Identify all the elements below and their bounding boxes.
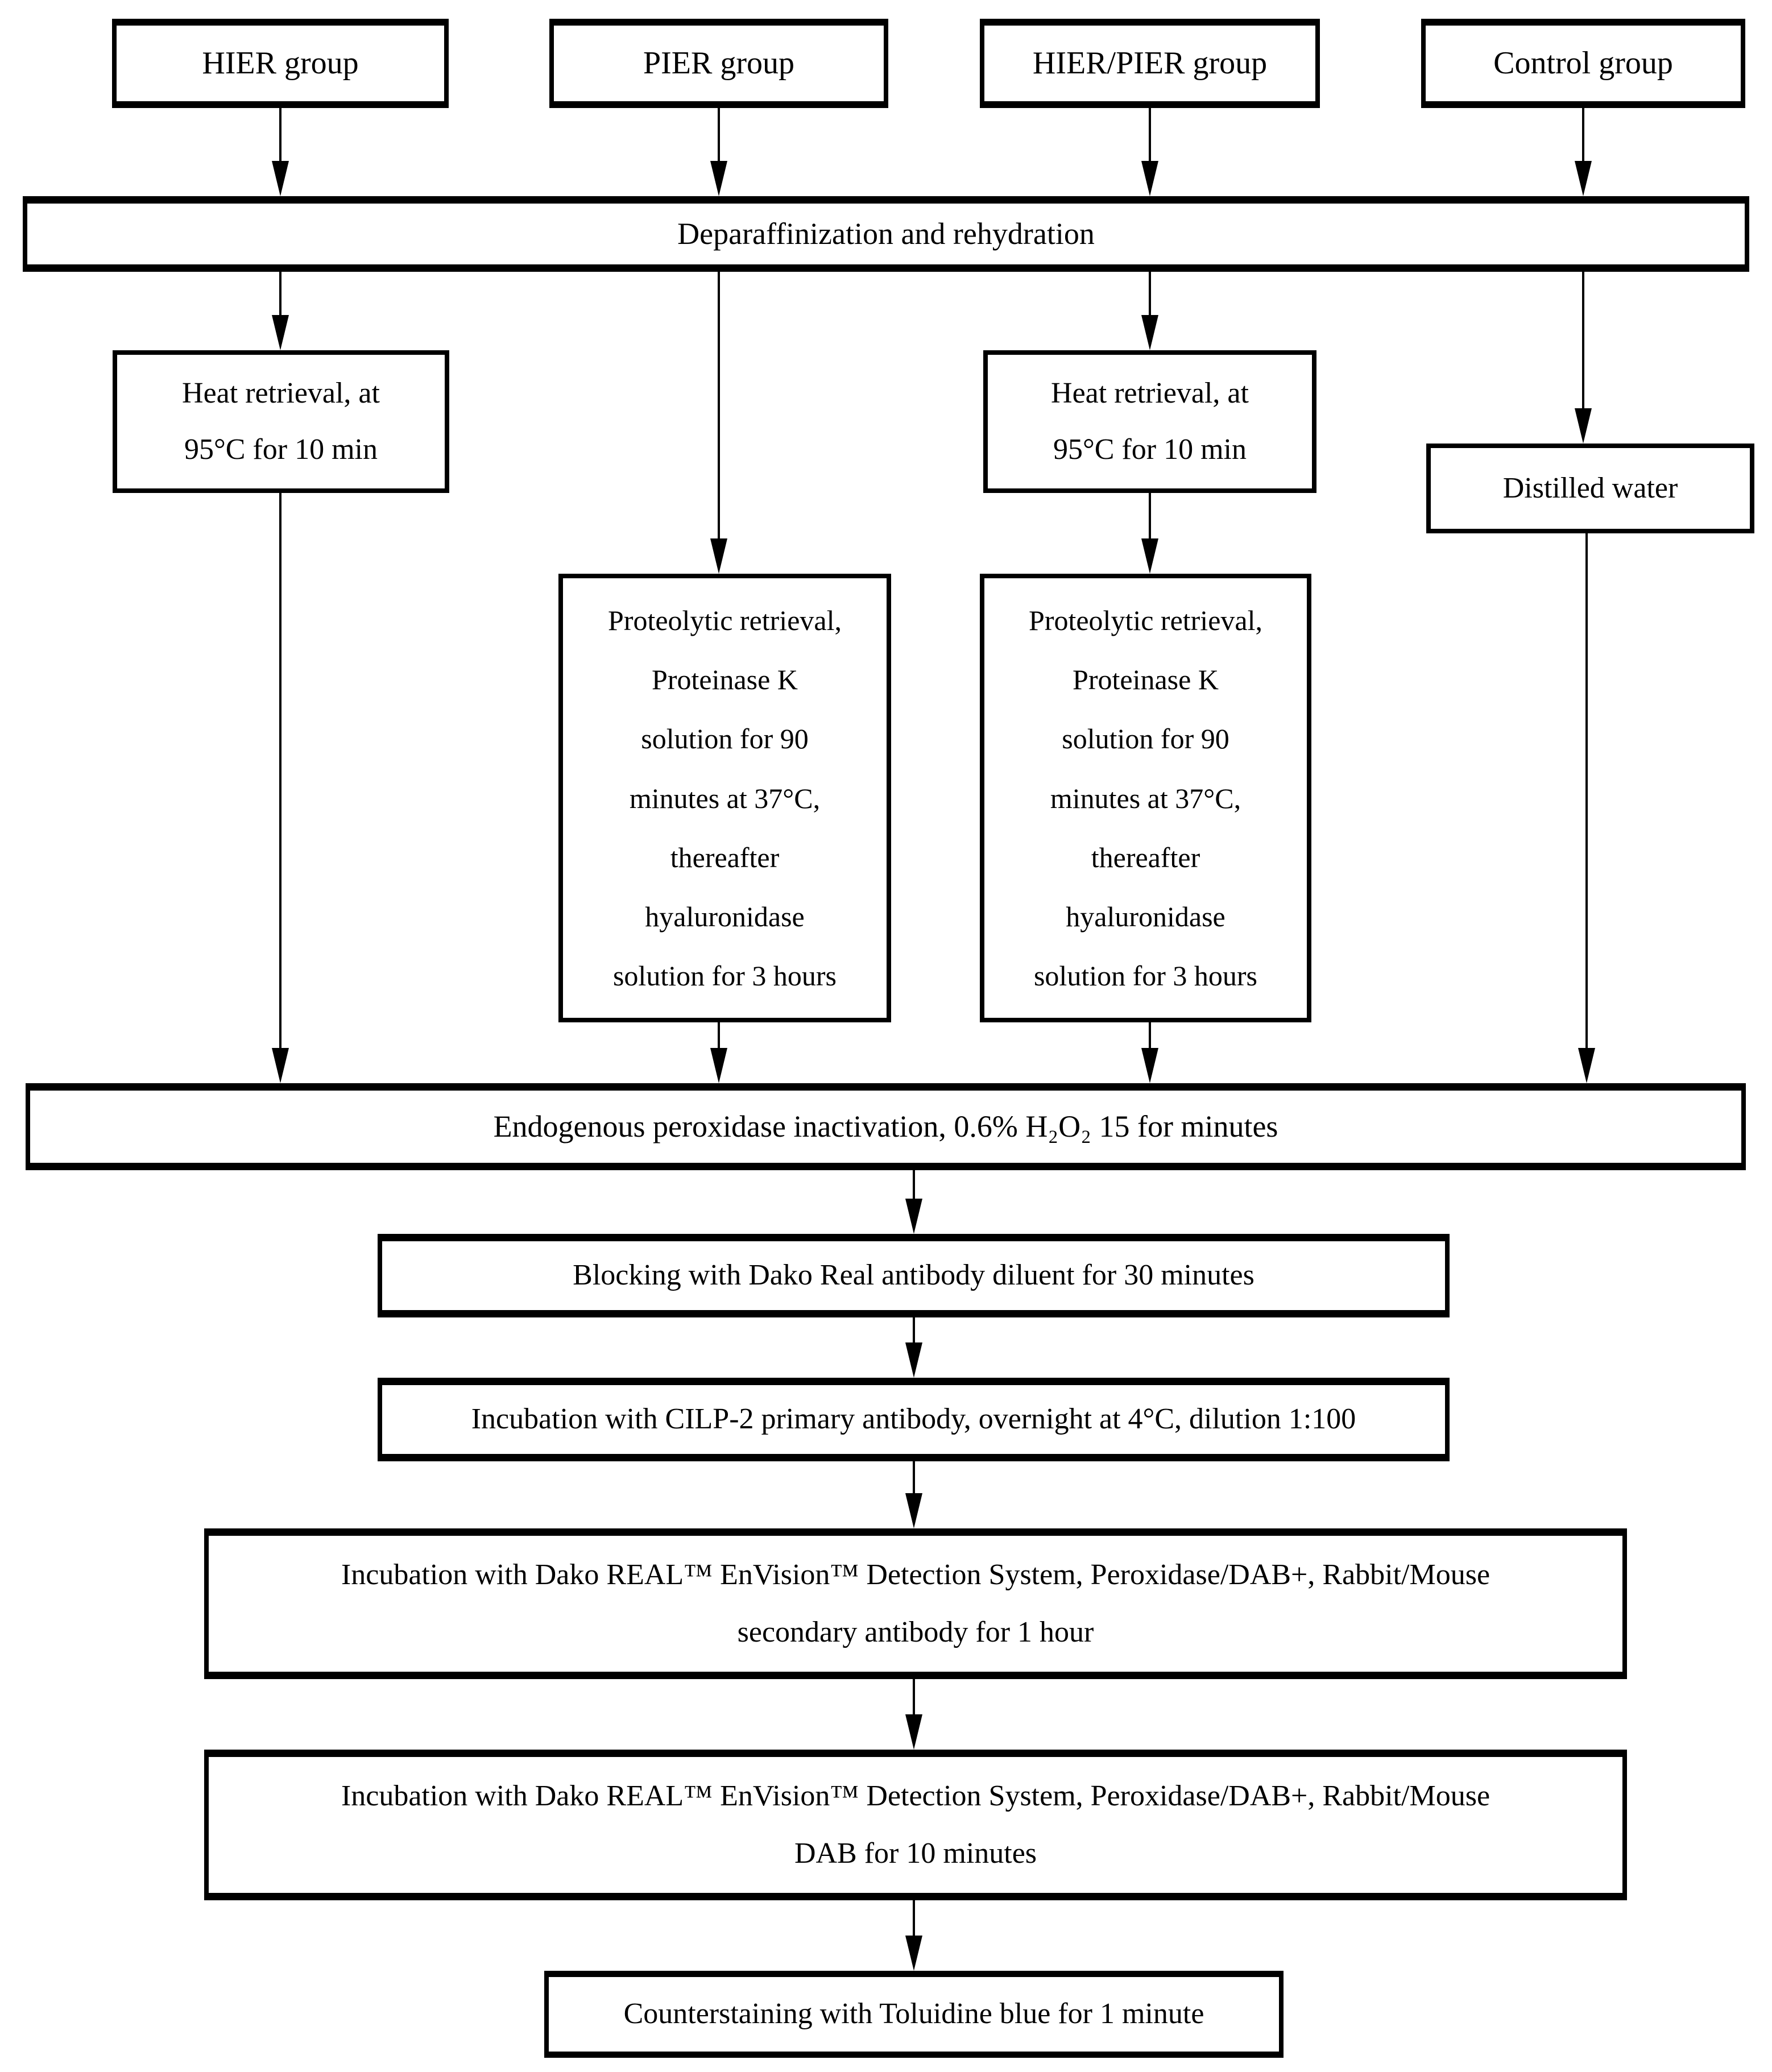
box-blocking: Blocking with Dako Real antibody diluent… — [378, 1234, 1450, 1317]
arrow-endogenous-to-blocking — [904, 1170, 924, 1234]
proteolytic-line-7: solution for 3 hours — [1033, 959, 1258, 992]
dab-line-2: DAB for 10 minutes — [794, 1837, 1037, 1870]
arrow-heat-hier-to-endogenous — [271, 493, 290, 1083]
proteolytic-line-7: solution for 3 hours — [612, 959, 837, 992]
arrow-blocking-to-primary-antibody — [904, 1317, 924, 1378]
box-secondary-antibody: Incubation with Dako REAL™ EnVision™ Det… — [204, 1528, 1627, 1679]
heat-retrieval-line-1: Heat retrieval, at — [182, 376, 380, 409]
box-heat-retrieval-hier: Heat retrieval, at 95°C for 10 min — [113, 350, 449, 493]
proteolytic-line-1: Proteolytic retrieval, — [608, 604, 842, 637]
secondary-antibody-line-1: Incubation with Dako REAL™ EnVision™ Det… — [341, 1559, 1491, 1592]
box-primary-antibody: Incubation with CILP-2 primary antibody,… — [378, 1378, 1450, 1461]
counterstaining-label: Counterstaining with Toluidine blue for … — [623, 1998, 1204, 2030]
proteolytic-line-2: Proteinase K — [1073, 664, 1219, 696]
proteolytic-line-6: hyaluronidase — [645, 900, 805, 933]
box-pier-group: PIER group — [549, 19, 888, 108]
arrow-distilled-water-to-endogenous — [1577, 533, 1596, 1083]
arrow-proteolytic-pier-to-endogenous — [709, 1022, 728, 1083]
box-counterstaining: Counterstaining with Toluidine blue for … — [544, 1971, 1284, 2058]
arrow-deparaffinization-to-proteolytic-pier — [709, 272, 728, 574]
proteolytic-line-3: solution for 90 — [1062, 723, 1229, 755]
arrow-proteolytic-hier-pier-to-endogenous — [1140, 1022, 1160, 1083]
arrow-heat-to-proteolytic-hier-pier — [1140, 493, 1160, 574]
box-distilled-water: Distilled water — [1426, 444, 1754, 533]
distilled-water-label: Distilled water — [1502, 471, 1678, 504]
proteolytic-line-3: solution for 90 — [641, 723, 809, 755]
arrow-hier-pier-to-deparaffinization — [1140, 107, 1160, 196]
endogenous-peroxidase-label: Endogenous peroxidase inactivation, 0.6%… — [493, 1109, 1278, 1144]
pier-group-label: PIER group — [643, 45, 794, 81]
hier-group-label: HIER group — [202, 45, 359, 81]
hier-pier-group-label: HIER/PIER group — [1032, 45, 1268, 81]
proteolytic-line-4: minutes at 37°C, — [1050, 782, 1241, 814]
heat-retrieval-line-1: Heat retrieval, at — [1051, 376, 1249, 409]
band-endogenous-peroxidase: Endogenous peroxidase inactivation, 0.6%… — [26, 1083, 1746, 1170]
box-hier-pier-group: HIER/PIER group — [980, 19, 1320, 108]
proteolytic-line-5: thereafter — [670, 841, 780, 873]
arrow-control-to-deparaffinization — [1574, 107, 1593, 196]
proteolytic-line-4: minutes at 37°C, — [629, 782, 821, 814]
arrow-deparaffinization-to-distilled-water — [1574, 272, 1593, 444]
heat-retrieval-line-2: 95°C for 10 min — [1053, 433, 1247, 466]
primary-antibody-label: Incubation with CILP-2 primary antibody,… — [471, 1403, 1356, 1436]
arrow-hier-to-deparaffinization — [271, 107, 290, 196]
arrow-pier-to-deparaffinization — [709, 107, 728, 196]
arrow-primary-to-secondary-antibody — [904, 1461, 924, 1528]
proteolytic-line-1: Proteolytic retrieval, — [1029, 604, 1262, 637]
box-hier-group: HIER group — [112, 19, 449, 108]
blocking-label: Blocking with Dako Real antibody diluent… — [573, 1259, 1255, 1292]
proteolytic-line-2: Proteinase K — [652, 664, 798, 696]
box-heat-retrieval-hier-pier: Heat retrieval, at 95°C for 10 min — [983, 350, 1316, 493]
box-proteolytic-hier-pier: Proteolytic retrieval, Proteinase K solu… — [980, 574, 1311, 1022]
secondary-antibody-line-2: secondary antibody for 1 hour — [737, 1615, 1094, 1648]
box-control-group: Control group — [1421, 19, 1745, 108]
arrow-deparaffinization-to-heat-hier-pier — [1140, 272, 1160, 350]
control-group-label: Control group — [1493, 45, 1673, 81]
proteolytic-line-6: hyaluronidase — [1066, 900, 1226, 933]
arrow-deparaffinization-to-heat-hier — [271, 272, 290, 350]
box-proteolytic-pier: Proteolytic retrieval, Proteinase K solu… — [558, 574, 891, 1022]
band-deparaffinization: Deparaffinization and rehydration — [23, 196, 1749, 272]
box-dab: Incubation with Dako REAL™ EnVision™ Det… — [204, 1750, 1627, 1900]
dab-line-1: Incubation with Dako REAL™ EnVision™ Det… — [341, 1780, 1491, 1813]
arrow-secondary-antibody-to-dab — [904, 1679, 924, 1750]
deparaffinization-label: Deparaffinization and rehydration — [677, 217, 1095, 251]
arrow-dab-to-counterstaining — [904, 1900, 924, 1971]
heat-retrieval-line-2: 95°C for 10 min — [184, 433, 378, 466]
proteolytic-line-5: thereafter — [1091, 841, 1200, 873]
